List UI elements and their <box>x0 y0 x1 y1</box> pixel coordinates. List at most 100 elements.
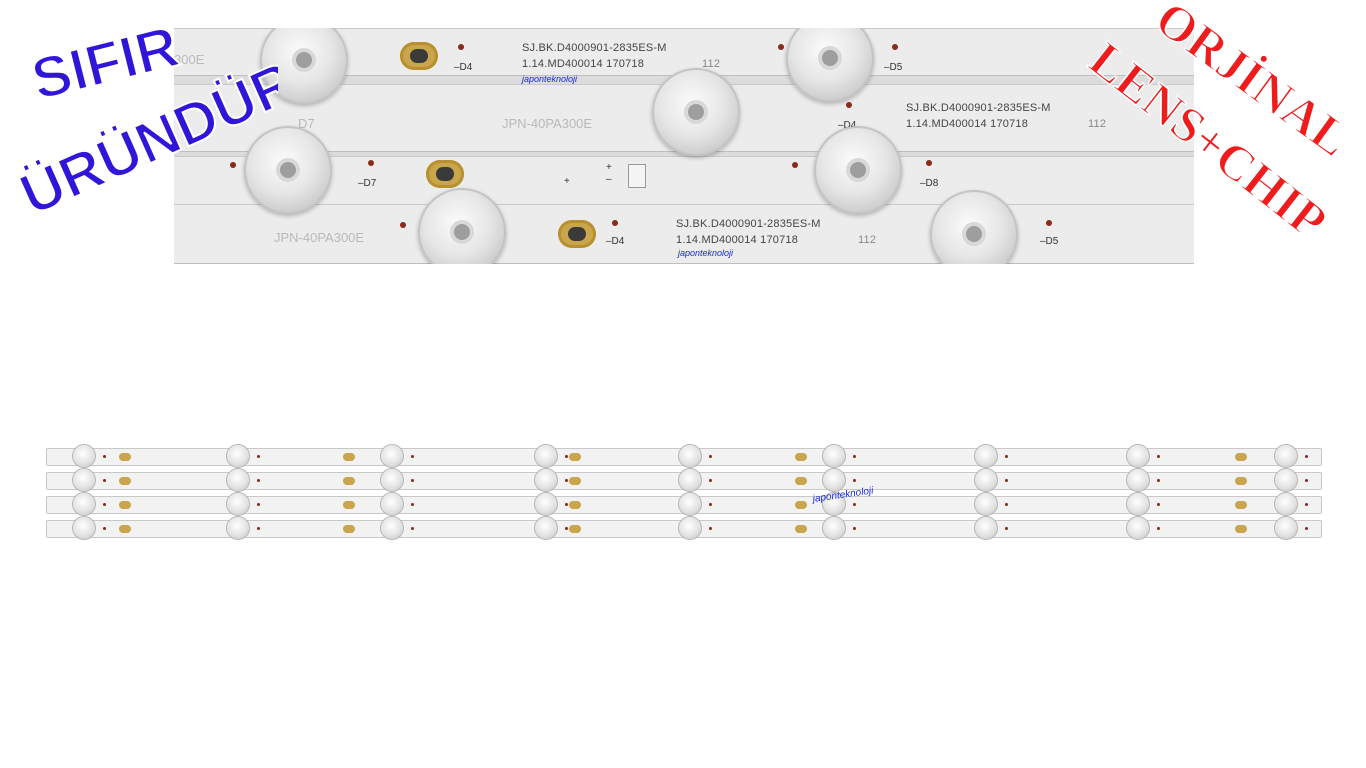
mounting-hole <box>343 477 355 485</box>
led-lens <box>73 469 95 491</box>
led-lens <box>823 445 845 467</box>
batch-code: 1.14.MD400014 170718 <box>676 234 799 246</box>
polarity-plus: + <box>564 176 570 187</box>
led-lens <box>227 517 249 539</box>
led-lens <box>1275 469 1297 491</box>
batch-code: 1.14.MD400014 170718 <box>522 58 645 70</box>
led-label: –D4 <box>454 62 473 73</box>
led-lens <box>1275 493 1297 515</box>
part-code: SJ.BK.D4000901-2835ES-M <box>676 218 821 230</box>
solder-dot <box>1157 455 1160 458</box>
led-lens <box>975 517 997 539</box>
mounting-hole <box>1235 453 1247 461</box>
led-lens <box>381 469 403 491</box>
solder-dot <box>792 162 798 168</box>
led-strip-set-photo <box>46 440 1322 550</box>
led-lens <box>535 493 557 515</box>
pcb-mark: 112 <box>1088 118 1107 130</box>
led-lens <box>814 126 902 214</box>
mounting-hole <box>343 453 355 461</box>
led-lens <box>1127 469 1149 491</box>
led-label: –D5 <box>884 62 903 73</box>
led-lens <box>73 493 95 515</box>
led-label: –D8 <box>920 178 939 189</box>
led-lens <box>679 469 701 491</box>
led-lens <box>227 469 249 491</box>
mounting-hole <box>795 525 807 533</box>
led-strip-closeup-photo: 300E –D4 SJ.BK.D4000901-2835ES-M 1.14.MD… <box>174 28 1194 264</box>
solder-dot <box>1005 479 1008 482</box>
solder-dot <box>257 455 260 458</box>
mounting-hole <box>569 525 581 533</box>
polarity-plus: + <box>606 162 612 173</box>
solder-dot <box>411 503 414 506</box>
led-lens <box>1275 445 1297 467</box>
led-lens <box>73 445 95 467</box>
brand-watermark: japonteknoloji <box>522 74 578 84</box>
led-lens <box>823 517 845 539</box>
mounting-hole <box>1235 525 1247 533</box>
led-lens <box>679 517 701 539</box>
solder-dot <box>411 527 414 530</box>
solder-dot <box>709 479 712 482</box>
led-lens <box>381 493 403 515</box>
led-lens <box>930 190 1018 264</box>
solder-dot <box>1305 503 1308 506</box>
led-lens <box>652 68 740 156</box>
led-label: –D4 <box>838 120 857 131</box>
solder-dot <box>257 479 260 482</box>
led-lens <box>227 445 249 467</box>
mounting-hole <box>795 501 807 509</box>
mounting-hole <box>400 42 438 70</box>
led-lens <box>1127 445 1149 467</box>
led-strip-closeup-4 <box>174 204 1194 264</box>
faint-model-text: 300E <box>174 52 205 67</box>
solder-dot <box>1157 503 1160 506</box>
led-lens <box>975 445 997 467</box>
solder-dot <box>411 479 414 482</box>
led-lens <box>535 469 557 491</box>
power-connector <box>628 164 646 188</box>
led-strip-bar <box>46 469 1322 491</box>
solder-dot <box>103 455 106 458</box>
new-product-badge: SIFIR ÜRÜNDÜR <box>18 13 278 229</box>
led-lens <box>823 493 845 515</box>
led-strip-bar <box>46 517 1322 539</box>
solder-dot <box>853 527 856 530</box>
original-lens-chip-badge: ORJİNAL LENS+CHIP <box>1078 0 1361 250</box>
led-lens <box>535 517 557 539</box>
pcb-mark: 112 <box>702 58 721 70</box>
solder-dot <box>103 503 106 506</box>
solder-dot <box>892 44 898 50</box>
led-label: –D5 <box>1040 236 1059 247</box>
solder-dot <box>103 527 106 530</box>
faint-model-text: JPN-40PA300E <box>502 116 593 131</box>
led-lens <box>418 188 506 264</box>
polarity-minus: – <box>606 174 612 185</box>
solder-dot <box>853 455 856 458</box>
solder-dot <box>565 503 568 506</box>
part-code: SJ.BK.D4000901-2835ES-M <box>522 42 667 54</box>
solder-dot <box>778 44 784 50</box>
led-lens <box>381 445 403 467</box>
led-lens <box>1275 517 1297 539</box>
solder-dot <box>1005 503 1008 506</box>
solder-dot <box>1005 527 1008 530</box>
led-label: –D7 <box>358 178 377 189</box>
solder-dot <box>612 220 618 226</box>
badge-line-1: SIFIR <box>25 14 185 113</box>
solder-dot <box>565 479 568 482</box>
led-lens <box>679 445 701 467</box>
solder-dot <box>1046 220 1052 226</box>
solder-dot <box>853 479 856 482</box>
pcb-mark: 112 <box>858 234 877 246</box>
solder-dot <box>1305 527 1308 530</box>
mounting-hole <box>119 453 131 461</box>
mounting-hole <box>343 525 355 533</box>
mounting-hole <box>795 477 807 485</box>
mounting-hole <box>343 501 355 509</box>
led-label: –D4 <box>606 236 625 247</box>
mounting-hole <box>119 501 131 509</box>
solder-dot <box>257 527 260 530</box>
led-lens <box>260 28 348 104</box>
